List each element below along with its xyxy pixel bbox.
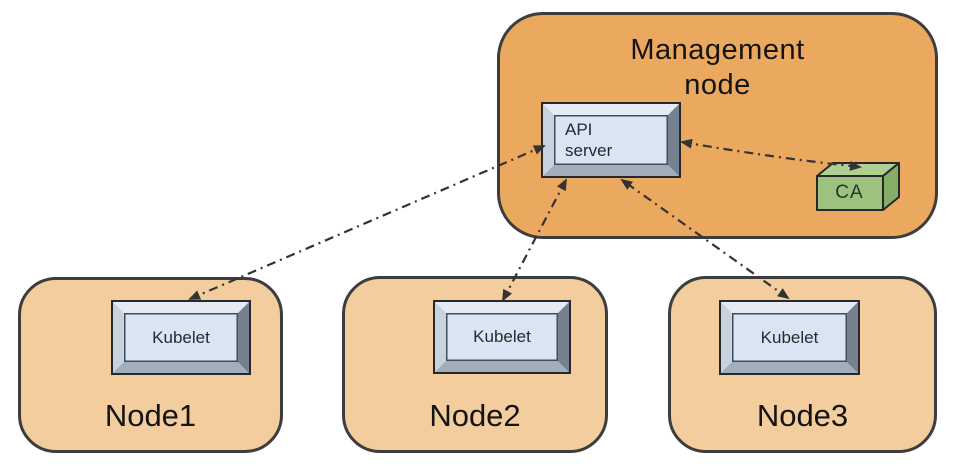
kubelet3-box: Kubelet [719,300,860,375]
kubelet1-label: Kubelet [152,327,210,347]
kubelet2-label: Kubelet [473,327,531,347]
ca-box: CA [816,162,900,211]
kubelet3-label: Kubelet [760,327,819,347]
node1-label: Node1 [104,397,197,433]
node2-label: Node2 [429,397,521,433]
ca-label: CA [835,182,864,203]
kubelet1-box: Kubelet [111,300,251,375]
kubelet2-box: Kubelet [433,300,571,374]
management-node-label: Management node [630,34,805,101]
api-server-label: API server [565,119,613,160]
api-server-box: API server [541,102,681,178]
node3-label: Node3 [756,397,849,433]
